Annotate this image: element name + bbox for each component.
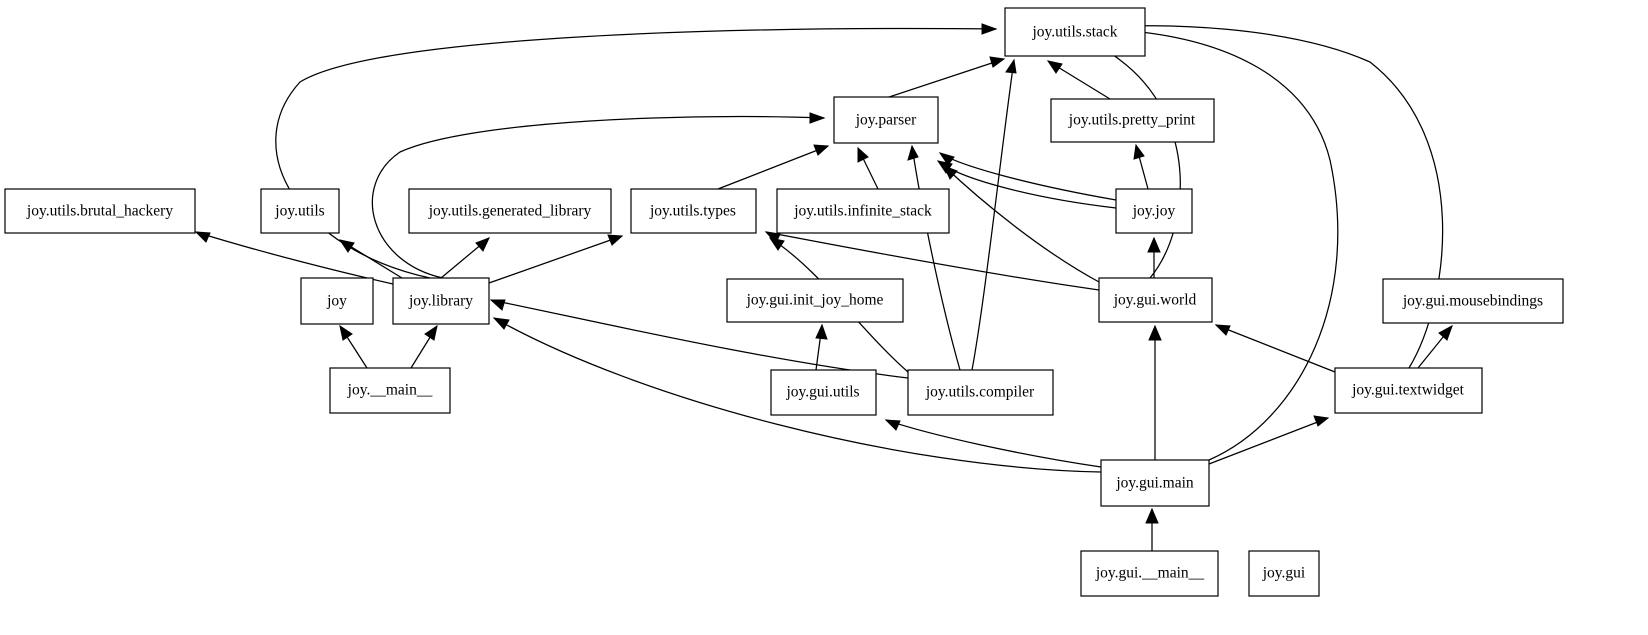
node-joy.utils.stack[interactable]: joy.utils.stack	[1004, 7, 1146, 57]
node-label: joy.utils	[274, 203, 324, 220]
node-box[interactable]	[726, 278, 904, 323]
node-joy.gui.textwidget[interactable]: joy.gui.textwidget	[1334, 367, 1483, 414]
node-joy.gui.main[interactable]: joy.gui.main	[1100, 459, 1210, 507]
edge-joy.library-to-joy.utils	[338, 239, 403, 279]
node-joy.utils.compiler[interactable]: joy.utils.compiler	[907, 369, 1054, 416]
node-box[interactable]	[776, 188, 950, 234]
edge-joy.joy-to-joy.parser	[938, 152, 1117, 201]
node-box[interactable]	[1334, 367, 1483, 414]
edge-joy.__main__-to-joy	[339, 324, 368, 369]
node-joy.gui.__main__[interactable]: joy.gui.__main__	[1080, 550, 1219, 597]
node-box[interactable]	[4, 188, 196, 234]
edge-joy.gui.world-to-joy.parser	[943, 165, 1100, 283]
node-joy.gui.world[interactable]: joy.gui.world	[1098, 277, 1213, 323]
node-box[interactable]	[1098, 277, 1213, 323]
node-joy.utils.generated_library[interactable]: joy.utils.generated_library	[408, 188, 612, 234]
edge-joy.gui.world-to-joy.utils.types	[764, 231, 1100, 291]
edge-joy.library-to-joy.parser	[371, 112, 826, 279]
node-label: joy.gui.main	[1115, 475, 1194, 492]
edge-joy.gui.world-to-joy.utils.stack	[1076, 37, 1181, 279]
edge-joy.library-to-joy.utils.generated_library	[440, 237, 490, 279]
edge-joy.gui.utils-to-joy.gui.init_joy_home	[815, 323, 828, 371]
node-label: joy.utils.brutal_hackery	[26, 203, 173, 220]
edge-joy.gui.__main__-to-joy.gui.main	[1145, 507, 1159, 551]
edge-joy.utils.compiler-to-joy.utils.stack	[971, 58, 1017, 371]
edge-joy.parser-to-joy.utils.stack	[888, 56, 1006, 98]
node-box[interactable]	[770, 369, 877, 416]
node-box[interactable]	[1050, 98, 1215, 143]
node-joy.utils.brutal_hackery[interactable]: joy.utils.brutal_hackery	[4, 188, 196, 234]
node-joy[interactable]: joy	[300, 277, 374, 325]
edge-joy.library-to-joy.utils.brutal_hackery	[194, 231, 394, 285]
edge-joy.joy-to-joy.utils.pretty_print	[1133, 143, 1149, 190]
node-joy.joy[interactable]: joy.joy	[1115, 188, 1193, 234]
node-box[interactable]	[300, 277, 374, 325]
node-box[interactable]	[1248, 550, 1320, 597]
node-label: joy	[326, 293, 347, 310]
node-box[interactable]	[1080, 550, 1219, 597]
node-label: joy.utils.infinite_stack	[793, 203, 932, 220]
node-joy.gui[interactable]: joy.gui	[1248, 550, 1320, 597]
edge-joy.__main__-to-joy.library	[410, 324, 438, 369]
node-label: joy.parser	[855, 112, 917, 129]
edge-joy.utils.infinite_stack-to-joy.parser	[857, 146, 879, 190]
node-box[interactable]	[630, 188, 757, 234]
edge-joy.utils.types-to-joy.parser	[717, 144, 830, 190]
edge-joy.utils.pretty_print-to-joy.utils.stack	[1046, 60, 1111, 100]
node-box[interactable]	[1004, 7, 1146, 57]
node-joy.utils.pretty_print[interactable]: joy.utils.pretty_print	[1050, 98, 1215, 143]
node-label: joy.gui	[1262, 565, 1306, 582]
node-label: joy.utils.stack	[1031, 24, 1117, 41]
edge-joy.gui.world-to-joy.joy	[1147, 236, 1161, 278]
node-box[interactable]	[408, 188, 612, 234]
node-joy.utils.types[interactable]: joy.utils.types	[630, 188, 757, 234]
edge-joy.gui.textwidget-to-joy.gui.world	[1214, 324, 1336, 373]
node-label: joy.gui.__main__	[1095, 565, 1205, 582]
node-label: joy.utils.generated_library	[428, 203, 592, 220]
node-box[interactable]	[1115, 188, 1193, 234]
edge-joy.gui.main-to-joy.gui.world	[1148, 324, 1162, 460]
node-box[interactable]	[329, 367, 451, 414]
edge-joy.gui.textwidget-to-joy.gui.mousebindings	[1417, 324, 1453, 369]
edge-joy.library-to-joy.utils.types	[488, 234, 624, 284]
node-joy.parser[interactable]: joy.parser	[833, 96, 939, 144]
node-label: joy.gui.utils	[785, 384, 859, 401]
node-joy.utils[interactable]: joy.utils	[260, 188, 340, 234]
node-joy.gui.utils[interactable]: joy.gui.utils	[770, 369, 877, 416]
node-box[interactable]	[392, 277, 490, 325]
node-box[interactable]	[260, 188, 340, 234]
node-label: joy.utils.pretty_print	[1068, 112, 1196, 129]
node-layer: joy.utils.stack joy.parser joy.utils.pre…	[4, 7, 1564, 597]
node-label: joy.gui.mousebindings	[1402, 293, 1543, 310]
node-joy.gui.mousebindings[interactable]: joy.gui.mousebindings	[1382, 278, 1564, 324]
node-box[interactable]	[1100, 459, 1210, 507]
edge-joy.utils.compiler-to-joy.parser	[907, 144, 961, 371]
edge-joy.gui.main-to-joy.gui.utils	[884, 419, 1102, 468]
node-label: joy.gui.world	[1113, 292, 1197, 309]
node-label: joy.utils.compiler	[925, 384, 1035, 401]
node-joy.gui.init_joy_home[interactable]: joy.gui.init_joy_home	[726, 278, 904, 323]
edge-joy.gui.main-to-joy.library	[492, 317, 1102, 473]
node-box[interactable]	[1382, 278, 1564, 324]
node-label: joy.gui.init_joy_home	[746, 292, 884, 309]
node-joy.library[interactable]: joy.library	[392, 277, 490, 325]
node-label: joy.library	[408, 293, 473, 310]
edge-joy.gui.main-to-joy.gui.textwidget	[1208, 415, 1330, 465]
node-joy.utils.infinite_stack[interactable]: joy.utils.infinite_stack	[776, 188, 950, 234]
node-label: joy.utils.types	[649, 203, 736, 220]
node-label: joy.__main__	[347, 382, 433, 399]
node-label: joy.joy	[1132, 203, 1176, 220]
node-box[interactable]	[907, 369, 1054, 416]
node-box[interactable]	[833, 96, 939, 144]
node-label: joy.gui.textwidget	[1351, 382, 1464, 399]
node-joy.__main__[interactable]: joy.__main__	[329, 367, 451, 414]
